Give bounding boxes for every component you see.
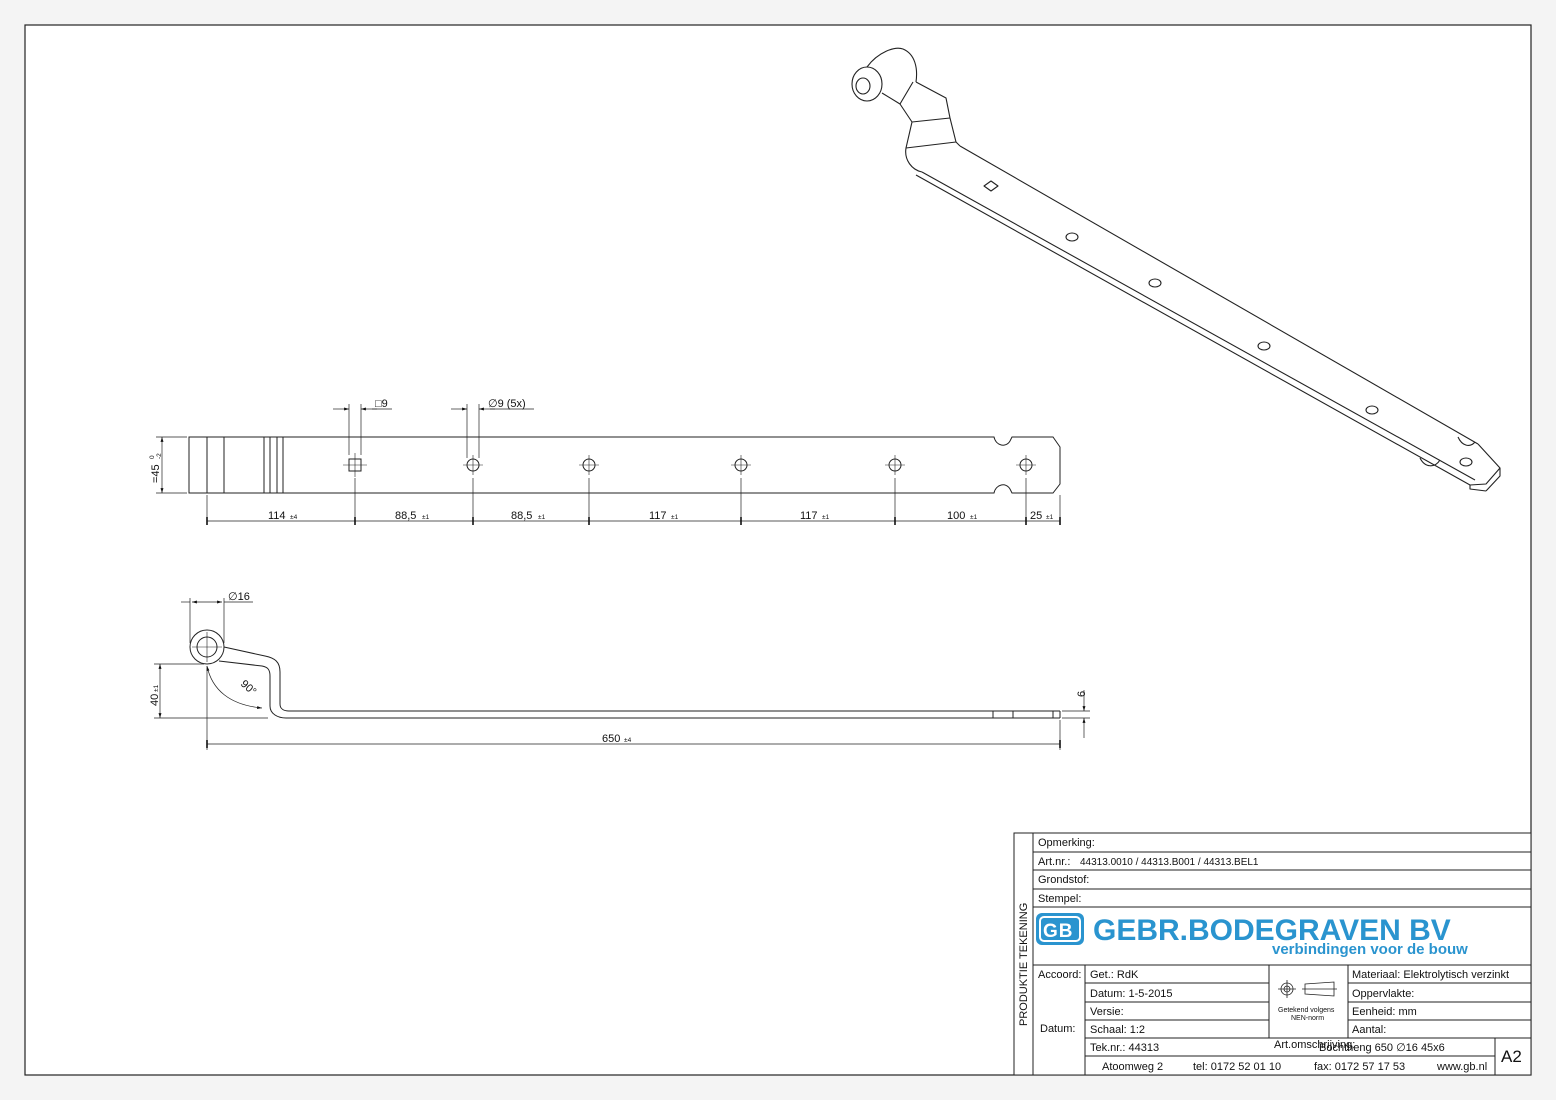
produktie-tekening-label: PRODUKTIE TEKENING xyxy=(1018,903,1030,1026)
svg-text:0: 0 xyxy=(149,455,156,459)
stempel-label: Stempel: xyxy=(1038,893,1081,905)
svg-text:=45: =45 xyxy=(150,464,162,483)
datum-left-label: Datum: xyxy=(1040,1023,1075,1035)
address: Atoomweg 2 xyxy=(1102,1061,1163,1073)
spacing-value: 88,5 xyxy=(511,510,532,522)
art-nr-value: 44313.0010 / 44313.B001 / 44313.BEL1 xyxy=(1080,857,1259,868)
accoord-label: Accoord: xyxy=(1038,969,1081,981)
width-dimension-label: =45 0 -2 xyxy=(149,453,163,483)
offset-label: 40 ±1 xyxy=(149,684,161,706)
materiaal-value: Materiaal: Elektrolytisch verzinkt xyxy=(1352,969,1509,981)
svg-text:40: 40 xyxy=(149,694,161,706)
spacing-tol: ±4 xyxy=(290,514,298,521)
norm-text-2: NEN-norm xyxy=(1291,1015,1324,1022)
side-view xyxy=(189,629,1061,719)
schaal-value: Schaal: 1:2 xyxy=(1090,1024,1145,1036)
company-logo: GB GEBR.BODEGRAVEN BV verbindingen voor … xyxy=(1036,913,1468,958)
isometric-view xyxy=(851,47,1501,492)
svg-text:-2: -2 xyxy=(156,453,163,459)
round-hole-label: ∅9 (5x) xyxy=(488,398,526,410)
oppervlakte-label: Oppervlakte: xyxy=(1352,988,1414,1000)
top-view xyxy=(188,436,1061,494)
side-view-dimension-ticks xyxy=(206,740,1061,748)
spacing-value: 117 xyxy=(649,510,667,522)
sheet-format: A2 xyxy=(1501,1047,1522,1066)
spacing-tol: ±1 xyxy=(1046,514,1054,521)
aantal-label: Aantal: xyxy=(1352,1024,1386,1036)
logo-mark: GB xyxy=(1043,921,1074,942)
spacing-value: 88,5 xyxy=(395,510,416,522)
logo-mark-icon xyxy=(1036,913,1084,945)
thickness-label: 6 xyxy=(1076,691,1088,697)
spacing-tol: ±1 xyxy=(538,514,546,521)
spacing-tol: ±1 xyxy=(422,514,430,521)
spacing-tol: ±1 xyxy=(822,514,830,521)
square-hole-label: □9 xyxy=(375,398,388,410)
svg-text:±1: ±1 xyxy=(153,684,160,692)
tek-nr-value: Tek.nr.: 44313 xyxy=(1090,1042,1159,1054)
spacing-value: 117 xyxy=(800,510,818,522)
grondstof-label: Grondstof: xyxy=(1038,874,1089,886)
getekend-door: Get.: RdK xyxy=(1090,969,1139,981)
spacing-labels: 114 ±4 88,5 ±1 88,5 ±1 117 ±1 117 ±1 100… xyxy=(268,510,1054,522)
company-name: GEBR.BODEGRAVEN BV xyxy=(1093,914,1451,947)
versie-label: Versie: xyxy=(1090,1006,1124,1018)
norm-text-1: Getekend volgens xyxy=(1278,1007,1335,1014)
telephone: tel: 0172 52 01 10 xyxy=(1193,1061,1281,1073)
opmerking-label: Opmerking: xyxy=(1038,837,1095,849)
length-tol-label: ±4 xyxy=(624,737,632,744)
projection-symbol-icon xyxy=(1278,980,1337,998)
company-tagline: verbindingen voor de bouw xyxy=(1272,941,1468,958)
length-label: 650 xyxy=(602,733,620,745)
eenheid-value: Eenheid: mm xyxy=(1352,1006,1417,1018)
datum-value: Datum: 1-5-2015 xyxy=(1090,988,1173,1000)
spacing-value: 25 xyxy=(1030,510,1042,522)
spacing-value: 100 xyxy=(947,510,965,522)
spacing-tol: ±1 xyxy=(970,514,978,521)
art-omschrijving-value: Bochtheng 650 ∅16 45x6 xyxy=(1319,1042,1445,1054)
eye-diameter-label: ∅16 xyxy=(228,591,250,603)
fax: fax: 0172 57 17 53 xyxy=(1314,1061,1405,1073)
art-nr-label: Art.nr.: xyxy=(1038,856,1070,868)
spacing-tol: ±1 xyxy=(671,514,679,521)
title-block: PRODUKTIE TEKENING Opmerking: Art.nr.: 4… xyxy=(1013,832,1532,1076)
website: www.gb.nl xyxy=(1436,1061,1487,1073)
top-view-dimension-ticks xyxy=(206,517,1061,525)
spacing-value: 114 xyxy=(268,510,286,522)
art-omschrijving-label: Art.omschrijving: xyxy=(1274,1039,1355,1051)
